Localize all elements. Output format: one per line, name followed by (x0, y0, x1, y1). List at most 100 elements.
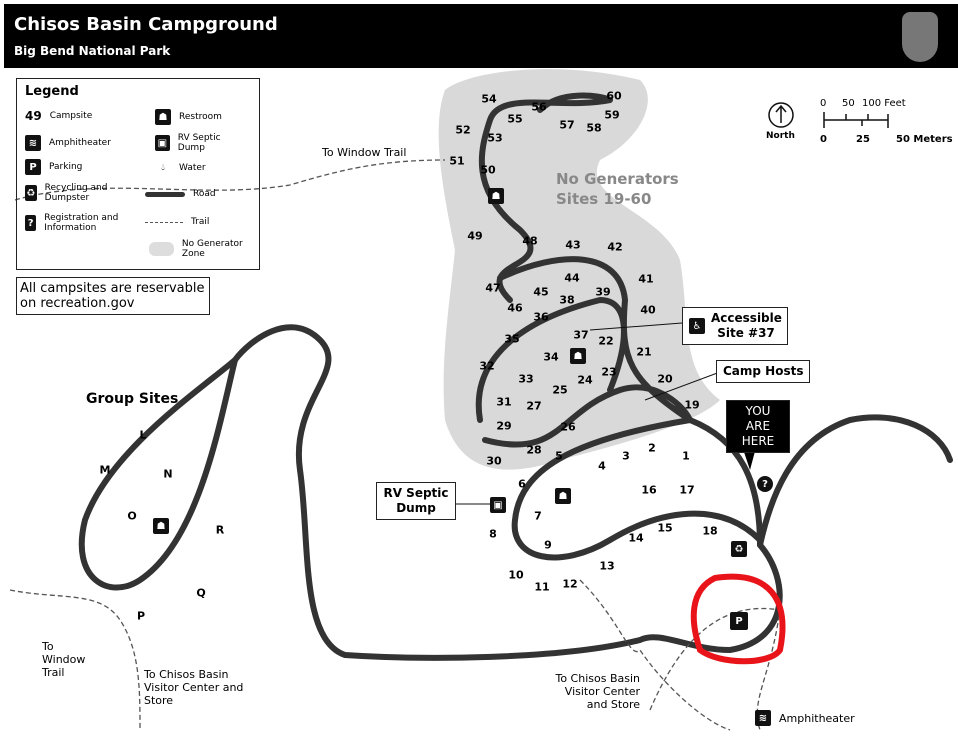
campsite-number: 24 (577, 373, 593, 387)
map-subtitle: Big Bend National Park (14, 44, 171, 58)
to-window-trail-label-2: To Window Trail (42, 640, 86, 679)
accessible-site-callout: ♿︎Accessible Site #37 (682, 307, 788, 345)
campsite-number: 52 (455, 123, 471, 137)
campsite-number: 54 (481, 92, 497, 106)
campsite-number: 19 (684, 398, 700, 412)
campsite-number: 51 (449, 154, 465, 168)
campsite-number: 2 (648, 441, 656, 455)
campsite-number: 38 (559, 293, 575, 307)
legend-amphitheater: Amphitheater (49, 138, 111, 148)
parking-icon: P (25, 159, 41, 175)
campsite-number: 32 (479, 359, 495, 373)
road-middle (475, 256, 693, 448)
no-generator-zone (438, 69, 720, 470)
legend-restroom: Restroom (179, 112, 222, 122)
rv-septic-icon: ▣ (155, 135, 170, 151)
to-visitor-center-label: To Chisos Basin Visitor Center and Store (144, 668, 244, 707)
campsite-number: 29 (496, 419, 512, 433)
campsite-number: 10 (508, 568, 524, 582)
campsite-number: 16 (641, 483, 657, 497)
wheelchair-icon: ♿︎ (689, 318, 705, 334)
road-group-loop (78, 357, 238, 591)
campsite-number: 50 (480, 163, 496, 177)
campsite-number: 60 (606, 89, 622, 103)
campsite-number: 15 (657, 521, 673, 535)
legend-road: Road (193, 189, 216, 199)
group-site-letter: M (99, 463, 111, 477)
you-are-here-marker: YOU ARE HERE (726, 400, 790, 453)
no-generator-symbol (149, 242, 174, 256)
amphitheater-label: Amphitheater (779, 711, 855, 725)
campsite-number: 31 (496, 395, 512, 409)
campsite-number: 13 (599, 559, 615, 573)
group-sites-label: Group Sites (86, 391, 179, 407)
trail-lower-left (9, 589, 141, 731)
campsite-number: 11 (534, 580, 550, 594)
campsite-number: 34 (543, 350, 559, 364)
restroom-icon: ☗ (570, 348, 586, 364)
legend-panel: Legend 49 Campsite ≋ Amphitheater P Parking… (16, 78, 260, 270)
campsite-number: 55 (507, 112, 523, 126)
campsite-number: 9 (544, 538, 552, 552)
campsite-number: 58 (586, 121, 602, 135)
restroom-icon: ☗ (555, 488, 571, 504)
campsite-number: 17 (679, 483, 695, 497)
camp-hosts-callout: Camp Hosts (716, 360, 811, 383)
campsite-number: 14 (628, 531, 644, 545)
legend-registration: Registration and Information (44, 213, 119, 233)
campsite-number: 35 (504, 332, 520, 346)
campsite-number: 4 (598, 459, 606, 473)
road-upper-loop (478, 92, 613, 303)
to-visitor-center-label-2: To Chisos Basin Visitor Center and Store (555, 672, 640, 711)
reservation-note: All campsites are reservable on recreati… (16, 277, 210, 315)
legend-trail: Trail (191, 217, 210, 227)
campsite-number: 37 (573, 328, 589, 342)
scale-feet-0: 0 (820, 98, 827, 109)
restroom-icon: ☗ (155, 109, 171, 125)
campsite-number: 41 (638, 272, 654, 286)
water-drop-icon: 💧︎ (161, 163, 165, 173)
amphitheater-icon: ≋ (755, 710, 771, 726)
rv-septic-callout: RV Septic Dump (376, 482, 456, 520)
map-title: Chisos Basin Campground (14, 14, 278, 35)
campsite-number: 59 (604, 108, 620, 122)
campsite-number: 3 (622, 449, 630, 463)
group-site-letter: Q (196, 586, 206, 600)
group-site-letter: P (136, 609, 146, 623)
north-label: North (766, 131, 795, 141)
campsite-number: 33 (518, 372, 534, 386)
group-site-letter: R (215, 523, 225, 537)
road-lower-loop (511, 417, 763, 561)
scale-feet-50: 50 (842, 98, 855, 109)
campsite-number: 27 (526, 399, 542, 413)
campsite-number: 36 (533, 310, 549, 324)
campsite-number: 7 (534, 509, 542, 523)
campsite-number: 8 (489, 527, 497, 541)
scale-feet-100: 100 Feet (862, 98, 906, 109)
road-symbol (145, 191, 185, 197)
campsite-number: 48 (522, 234, 538, 248)
legend-parking: Parking (49, 162, 83, 172)
legend-no-generator: No Generator Zone (181, 239, 243, 259)
amphitheater-icon: ≋ (25, 135, 41, 151)
campsite-number: 44 (564, 271, 580, 285)
legend-rv-septic: RV Septic Dump (177, 133, 221, 153)
campsite-number: 21 (636, 345, 652, 359)
campsite-number: 22 (598, 334, 614, 348)
no-generators-label: No Generators (556, 170, 679, 188)
legend-title: Legend (25, 84, 79, 99)
campsite-number: 39 (595, 285, 611, 299)
nps-arrowhead-logo (902, 12, 938, 62)
campsite-number: 49 (467, 229, 483, 243)
campsite-number: 23 (601, 365, 617, 379)
campsite-number: 30 (486, 454, 502, 468)
trail-symbol (145, 221, 183, 223)
trail-window (14, 159, 446, 201)
campsite-sample: 49 (25, 109, 42, 123)
recycling-icon: ♻ (731, 541, 747, 557)
legend-campsite: Campsite (49, 111, 93, 121)
road-main (232, 324, 953, 661)
to-window-trail-label: To Window Trail (322, 146, 407, 159)
rv-septic-icon: ▣ (490, 497, 506, 513)
information-icon: ? (25, 215, 37, 231)
